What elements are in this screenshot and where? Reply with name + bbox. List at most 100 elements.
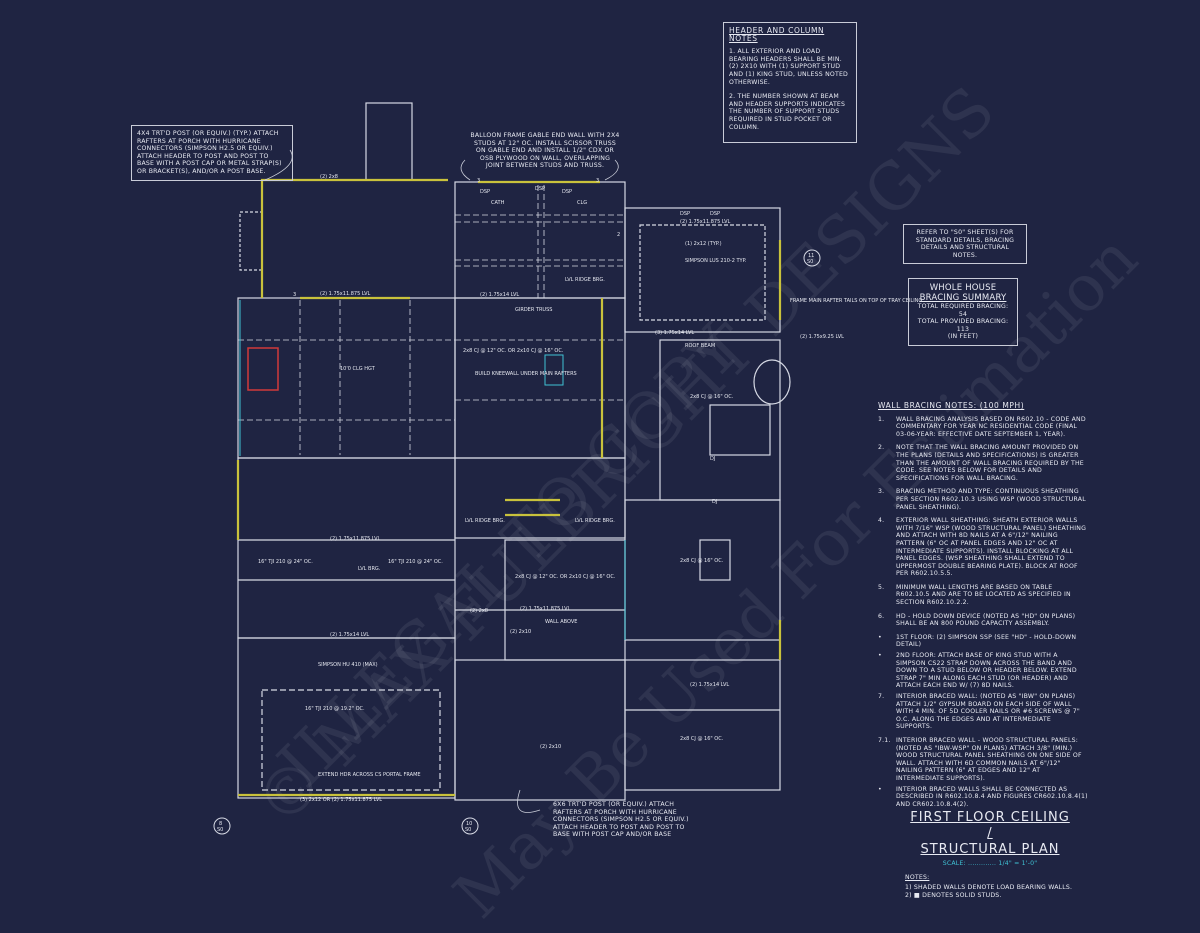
plan-label: LVL RIDGE BRG.: [565, 277, 605, 283]
plan-label: LVL RIDGE BRG.: [575, 518, 615, 524]
bracing-note-number: •: [878, 785, 882, 793]
kitchen-walls: [454, 297, 626, 459]
section-marker-sheet: S0: [465, 827, 471, 833]
section-marker-number: 11: [808, 253, 814, 259]
plan-label: CATH: [491, 200, 505, 206]
note-item: 2. THE NUMBER SHOWN AT BEAM AND HEADER S…: [729, 93, 846, 131]
plan-label: FRAME MAIN RAFTER TAILS ON TOP OF TRAY C…: [790, 298, 922, 304]
bracing-note-text: INTERIOR BRACED WALL - WOOD STRUCTURAL P…: [896, 736, 1082, 782]
plan-label: SIMPSON LUS 210-2 TYP.: [685, 258, 747, 264]
plan-label: (1) 2x12 (TYP.): [685, 241, 722, 247]
bracing-note-item: 5. MINIMUM WALL LENGTHS ARE BASED ON TABL…: [878, 584, 1088, 607]
required-bracing: TOTAL REQUIRED BRACING: 54: [917, 303, 1009, 318]
bracing-note-item: 2.NOTE THAT THE WALL BRACING AMOUNT PROV…: [878, 444, 1088, 482]
bracing-note-number: 3.: [878, 488, 885, 496]
bracing-note-text: MINIMUM WALL LENGTHS ARE BASED ON TABLE …: [896, 583, 1071, 607]
bracing-summary-title: BRACING SUMMARY: [919, 293, 1007, 303]
bracing-note-text: HD - HOLD DOWN DEVICE (NOTED AS "HD" ON …: [896, 612, 1076, 628]
bracing-note-item: •1ST FLOOR: (2) SIMPSON SSP (SEE "HD" - …: [878, 634, 1088, 649]
great-room-walls: [237, 297, 456, 459]
section-marker-sheet: S0: [807, 259, 813, 265]
master-tub: [753, 359, 791, 405]
plan-label: LVL BRG.: [358, 566, 381, 572]
bracing-note-item: 6. HD - HOLD DOWN DEVICE (NOTED AS "HD" O…: [878, 613, 1088, 628]
plan-label: DJ: [710, 456, 715, 462]
scale-label: SCALE:: [942, 860, 966, 867]
plan-label: DJ: [712, 499, 717, 505]
bracing-note-item: •2ND FLOOR: ATTACH BASE OF KING STUD WIT…: [878, 652, 1088, 690]
wall-bracing-notes-title: WALL BRACING NOTES: (100 MPH): [878, 401, 1025, 410]
plan-label: (2) 1.75x14 LVL: [690, 682, 729, 688]
bracing-note-number: 7.1.: [878, 736, 891, 744]
rear-post-callout: 6x6 TRT'D POST (OR EQUIV.) ATTACH RAFTER…: [553, 801, 689, 839]
plan-label: SIMPSON HU 410 (MAX): [318, 662, 378, 668]
bracing-note-item: • INTERIOR BRACED WALLS SHALL BE CONNECTE…: [878, 786, 1088, 809]
bracing-note-item: 4. EXTERIOR WALL SHEATHING: SHEATH EXTERI…: [878, 517, 1088, 578]
plan-label: DSP: [480, 189, 490, 195]
optional-fireplace: [239, 211, 263, 271]
header-column-notes-title: HEADER AND COLUMN NOTES: [729, 26, 825, 43]
rear-room-walls: [454, 659, 626, 801]
bracing-note-item: 7.1. INTERIOR BRACED WALL - WOOD STRUCTUR…: [878, 737, 1088, 783]
bracing-note-number: 1.: [878, 415, 885, 423]
tub: [699, 539, 731, 581]
plan-label: 16" TJI 210 @ 24" OC.: [388, 559, 443, 565]
bracing-note-item: 1. WALL BRACING ANALYSIS BASED ON R602.10…: [878, 416, 1088, 439]
bracing-note-number: 4.: [878, 517, 885, 525]
note-item: 2) ■ DENOTES SOLID STUDS.: [905, 891, 1002, 899]
garage-door-header: [261, 689, 441, 791]
section-marker-11: [803, 249, 821, 267]
refer-note: REFER TO "S0" SHEET(S) FOR STANDARD DETA…: [903, 224, 1027, 265]
plan-label: 16" TJI 210 @ 19.2" OC.: [305, 706, 365, 712]
plan-label: 2x8 CJ @ 16" OC.: [680, 558, 724, 564]
porch-post-callout: 4x4 TRT'D POST (OR EQUIV.) (TYP.) ATTACH…: [131, 125, 293, 181]
plan-label: DSP: [562, 189, 572, 195]
bracing-note-text: 1ST FLOOR: (2) SIMPSON SSP (SEE "HD" - H…: [896, 633, 1077, 649]
plan-label: DSP: [710, 211, 720, 217]
tray-ceiling: [639, 224, 766, 321]
plan-title: STRUCTURAL PLAN: [920, 842, 1060, 857]
scale-dots: .............: [967, 860, 999, 867]
plan-label: (2) 2x10: [540, 744, 561, 750]
bracing-note-text: EXTERIOR WALL SHEATHING: SHEATH EXTERIOR…: [896, 517, 1087, 578]
bracing-note-text: INTERIOR BRACED WALLS SHALL BE CONNECTED…: [896, 785, 1088, 808]
bracing-note-number: 2.: [878, 444, 885, 452]
notes-title: NOTES:: [905, 873, 930, 881]
plan-label: ROOF BEAM: [685, 343, 715, 349]
plan-label: CLG: [577, 200, 587, 206]
plan-label: 3: [477, 178, 480, 184]
plan-label: DSP: [680, 211, 690, 217]
plan-label: 2x8 CJ @ 16" OC.: [680, 736, 724, 742]
plan-label: 3: [293, 292, 296, 298]
provided-bracing: TOTAL PROVIDED BRACING: 113: [917, 318, 1009, 333]
shower: [709, 404, 771, 456]
plan-label: LVL RIDGE BRG.: [465, 518, 505, 524]
plan-label: BUILD KNEEWALL UNDER MAIN RAFTERS: [475, 371, 577, 377]
header-column-notes: HEADER AND COLUMN NOTES 1. ALL EXTERIOR …: [723, 22, 857, 144]
bracing-note-text: WALL BRACING ANALYSIS BASED ON R602.10 -…: [896, 415, 1086, 438]
plan-label: (2) 1.75x14 LVL: [480, 292, 519, 298]
plan-title: FIRST FLOOR CEILING /: [910, 810, 1070, 841]
bath-hall-walls: [237, 457, 456, 639]
plan-label: 3: [596, 178, 599, 184]
plan-label: (2) 2x8: [320, 174, 338, 180]
bracing-units: (IN FEET): [947, 333, 979, 341]
wall-bracing-notes: WALL BRACING NOTES: (100 MPH) 1. WALL BRA…: [878, 402, 1088, 811]
plan-label: (2) 1.75x11.875 LVL: [330, 536, 381, 542]
bracing-note-item: 3. BRACING METHOD AND TYPE: CONTINUOUS SH…: [878, 488, 1088, 511]
bracing-note-text: BRACING METHOD AND TYPE: CONTINUOUS SHEA…: [896, 488, 1086, 511]
plan-label: WALL ABOVE: [545, 619, 577, 625]
plan-label: 2: [617, 232, 620, 238]
bracing-note-number: 6.: [878, 612, 885, 620]
plan-label: (2) 1.75x9.25 LVL: [800, 334, 844, 340]
fireplace: [247, 347, 279, 391]
bath2-walls: [624, 499, 781, 641]
section-marker-8: [213, 817, 231, 835]
scale-value: 1/4" = 1'-0": [998, 860, 1038, 867]
section-marker-number: 8: [219, 821, 222, 827]
bracing-note-number: 5.: [878, 583, 885, 591]
dining-walls: [454, 457, 626, 539]
plan-label: EXTEND HDR ACROSS CS PORTAL FRAME: [318, 772, 421, 778]
section-marker-sheet: S0: [217, 827, 223, 833]
plan-label: 16" TJI 210 @ 24" OC.: [258, 559, 313, 565]
